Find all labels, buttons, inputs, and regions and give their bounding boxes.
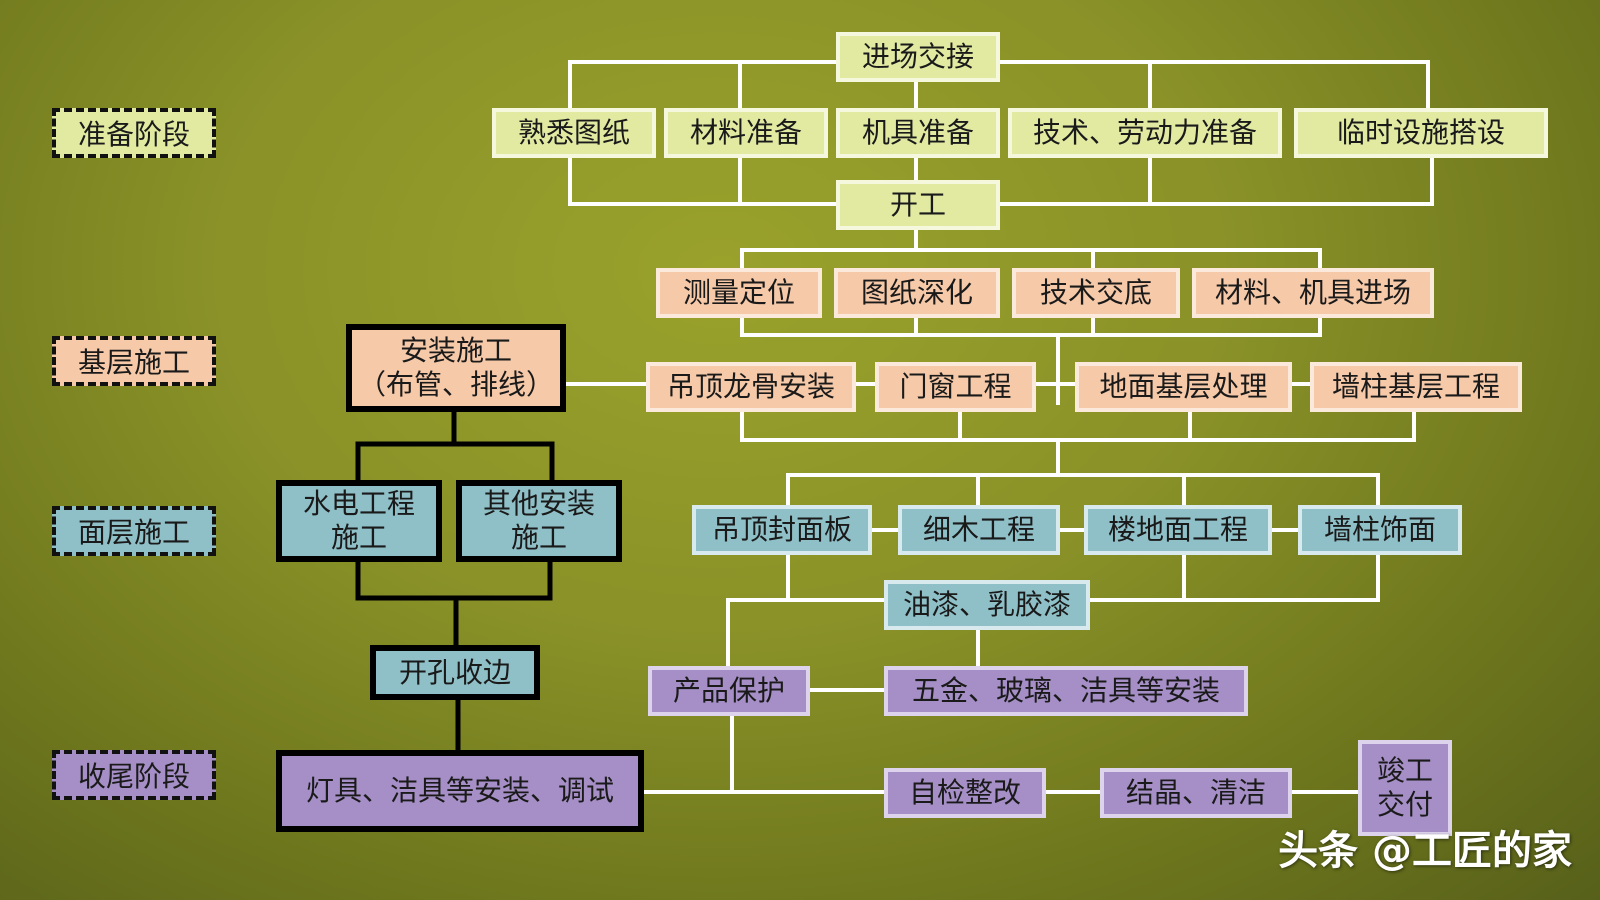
node-deepen: 图纸深化 — [834, 268, 1000, 318]
node-hardware: 五金、玻璃、洁具等安装 — [884, 666, 1248, 716]
node-doors-windows: 门窗工程 — [875, 362, 1036, 412]
connector-to-protect — [726, 598, 788, 666]
node-self-check: 自检整改 — [884, 768, 1046, 818]
node-wall-base: 墙柱基层工程 — [1310, 362, 1522, 412]
node-other-install: 其他安装 施工 — [456, 480, 622, 562]
node-ceiling-panel: 吊顶封面板 — [692, 505, 872, 555]
node-delivery-line1: 竣工 — [1376, 754, 1433, 788]
node-wall-finish: 墙柱饰面 — [1298, 505, 1462, 555]
connector-surface-down-3 — [1090, 555, 1380, 602]
connector-base-top — [740, 248, 1322, 268]
node-paint: 油漆、乳胶漆 — [884, 580, 1090, 630]
connector-prep-bottom — [568, 156, 1434, 206]
node-install-line2: （布管、排线） — [357, 368, 554, 401]
node-plumbing: 水电工程 施工 — [276, 480, 442, 562]
connector-install-branch — [355, 441, 555, 482]
stage-label-base: 基层施工 — [52, 336, 216, 386]
node-materials: 材料准备 — [664, 108, 828, 158]
node-openings: 开孔收边 — [370, 645, 540, 700]
node-temp-facilities: 临时设施搭设 — [1294, 108, 1548, 158]
node-start: 开工 — [836, 180, 1000, 230]
node-machinery: 机具准备 — [836, 108, 1000, 158]
node-protect: 产品保护 — [648, 666, 810, 716]
node-other-install-line2: 施工 — [510, 521, 567, 554]
node-install: 安装施工 （布管、排线） — [346, 324, 566, 412]
node-floor-base: 地面基层处理 — [1075, 362, 1292, 412]
node-survey: 测量定位 — [656, 268, 822, 318]
node-entry: 材料、机具进场 — [1192, 268, 1434, 318]
node-briefing: 技术交底 — [1012, 268, 1180, 318]
stage-label-prep: 准备阶段 — [52, 108, 216, 158]
stage-label-surface: 面层施工 — [52, 506, 216, 556]
node-site-handover: 进场交接 — [836, 32, 1000, 82]
node-carpentry: 细木工程 — [898, 505, 1060, 555]
connector-surface-join — [355, 560, 553, 601]
node-delivery: 竣工 交付 — [1358, 740, 1452, 836]
connector-surface-top — [786, 473, 1380, 505]
watermark: 头条 @工匠的家 — [1278, 828, 1572, 874]
node-drawings: 熟悉图纸 — [492, 108, 656, 158]
connector-base-bottom — [740, 315, 1322, 337]
node-crystallize: 结晶、清洁 — [1100, 768, 1292, 818]
node-fixtures-debug: 灯具、洁具等安装、调试 — [276, 750, 644, 832]
connector-row2-bottom — [740, 410, 1416, 442]
stage-label-closing: 收尾阶段 — [52, 750, 216, 800]
node-plumbing-line2: 施工 — [330, 521, 387, 554]
node-install-line1: 安装施工 — [399, 334, 512, 368]
node-floor-work: 楼地面工程 — [1084, 505, 1272, 555]
node-other-install-line1: 其他安装 — [482, 487, 595, 521]
node-plumbing-line1: 水电工程 — [302, 487, 415, 521]
node-delivery-line2: 交付 — [1376, 788, 1433, 821]
node-ceiling-frame: 吊顶龙骨安装 — [646, 362, 856, 412]
node-tech-labor: 技术、劳动力准备 — [1008, 108, 1282, 158]
